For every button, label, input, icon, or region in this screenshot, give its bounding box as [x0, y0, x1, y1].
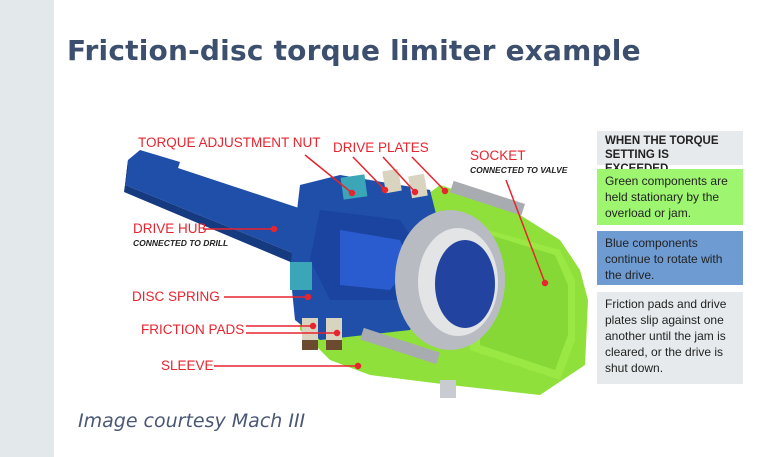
label-drive-hub-sub: CONNECTED TO DRILL	[133, 238, 229, 248]
label-torque-adjustment-nut: TORQUE ADJUSTMENT NUT	[138, 135, 321, 150]
friction-pads	[302, 168, 428, 350]
legend-header: WHEN THE TORQUE SETTING IS EXCEEDED	[597, 131, 743, 175]
bolts	[360, 180, 525, 398]
drive-hub-shaft	[124, 150, 320, 266]
label-sleeve: SLEEVE	[161, 358, 214, 373]
label-friction-pads: FRICTION PADS	[141, 322, 245, 337]
label-socket-sub: CONNECTED TO VALVE	[470, 165, 568, 175]
slide-title: Friction-disc torque limiter example	[67, 34, 641, 67]
label-drive-plates: DRIVE PLATES	[333, 140, 429, 155]
label-socket: SOCKET	[470, 148, 526, 163]
legend-blue-components: Blue components continue to rotate with …	[597, 231, 743, 285]
label-disc-spring: DISC SPRING	[132, 289, 220, 304]
image-credit: Image courtesy Mach III	[78, 410, 306, 432]
torque-adjustment-nut	[290, 174, 368, 290]
legend-friction-slip: Friction pads and drive plates slip agai…	[597, 292, 743, 384]
legend-green-components: Green components are held stationary by …	[597, 169, 743, 225]
slide-sidebar	[0, 0, 54, 457]
leader-lines	[203, 154, 549, 370]
bearing-ring	[395, 210, 505, 350]
label-drive-hub: DRIVE HUB	[133, 221, 207, 236]
